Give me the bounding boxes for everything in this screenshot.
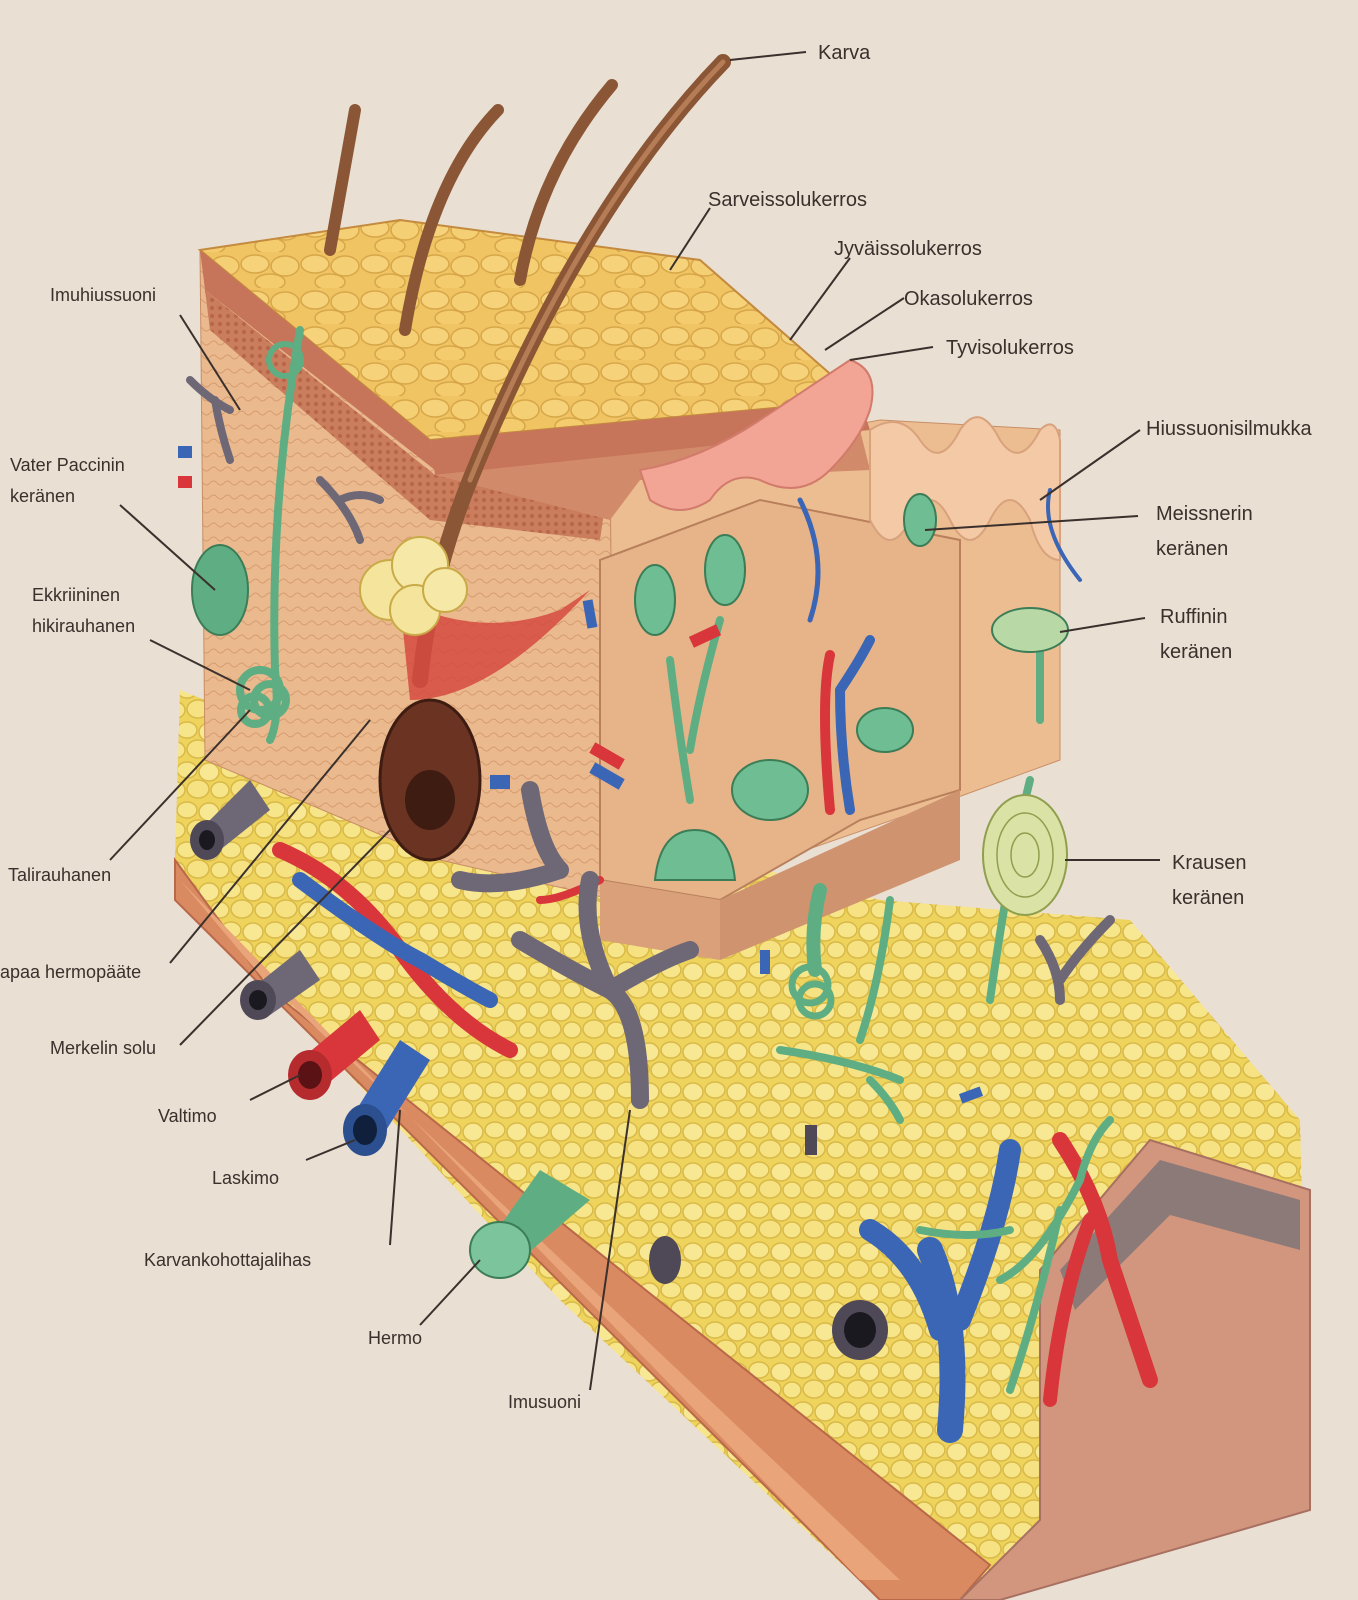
lymph-stump-2: [190, 780, 270, 860]
leader-lines: [109, 51, 1160, 1391]
subcutis-block: [174, 690, 1311, 1600]
eccrine-sweat-gland: [236, 666, 290, 728]
vater-pacini-corpuscle: [191, 544, 249, 636]
label-vater-paccinin-keranen: Vater Paccinin keränen: [10, 455, 125, 506]
meissner-corpuscle-2: [704, 534, 746, 606]
label-meissnerin-keranen: Meissnerin keränen: [1156, 503, 1253, 560]
meissner-corpuscle: [634, 564, 676, 636]
lymph-vessels: [186, 376, 1115, 1109]
pacini-corpuscle-2: [856, 707, 914, 753]
lymph-stump: [240, 950, 320, 1020]
label-jyvaissolukerros: Jyväissolukerros: [834, 238, 982, 260]
artery-stump: [288, 1010, 380, 1100]
small-vessel-segments: [178, 446, 984, 1155]
ruffini-corpuscle: [991, 607, 1069, 653]
label-ekkriininen-hikirauhanen: Ekkriininen hikirauhanen: [32, 585, 136, 636]
vessel-stumps: [190, 780, 888, 1360]
label-karvankohottajalihas: Karvankohottajalihas: [144, 1250, 312, 1270]
label-tyvisolukerros: Tyvisolukerros: [946, 337, 1074, 359]
label-sarveissolukerros: Sarveissolukerros: [708, 189, 867, 211]
meissner-corpuscle-3: [903, 493, 937, 547]
imuhiussuoni-coil: [266, 341, 304, 379]
label-imuhiussuoni: Imuhiussuoni: [50, 285, 157, 305]
pacini-corpuscle-3: [731, 759, 809, 821]
label-ruffinin-keranen: Ruffinin keränen: [1160, 606, 1233, 663]
hair-follicle: [359, 536, 590, 862]
label-hermo: Hermo: [368, 1328, 423, 1348]
dome-receptor: [653, 828, 737, 881]
sebaceous-gland: [359, 536, 468, 636]
blood-vessels: [272, 488, 1158, 1443]
label-karva: Karva: [818, 42, 871, 64]
label-merkelin-solu: Merkelin solu: [50, 1038, 157, 1058]
receptors: [178, 341, 1069, 1155]
krause-corpuscle: [982, 794, 1068, 916]
nerve-stump: [469, 1170, 590, 1279]
label-okasolukerros: Okasolukerros: [904, 288, 1033, 310]
label-talirauhanen: Talirauhanen: [8, 865, 112, 885]
label-krausen-keranen: Krausen keränen: [1172, 852, 1247, 909]
label-vapaa-hermopaate: apaa hermopääte: [0, 962, 142, 982]
lymph-stump-3: [649, 1236, 888, 1360]
coiled-nerve-ending: [788, 963, 835, 1020]
label-laskimo: Laskimo: [212, 1168, 280, 1188]
vein-stump: [343, 1040, 430, 1156]
label-hiussuonisilmukka: Hiussuonisilmukka: [1146, 418, 1312, 440]
label-valtimo: Valtimo: [158, 1106, 217, 1126]
label-imusuoni: Imusuoni: [508, 1392, 582, 1412]
